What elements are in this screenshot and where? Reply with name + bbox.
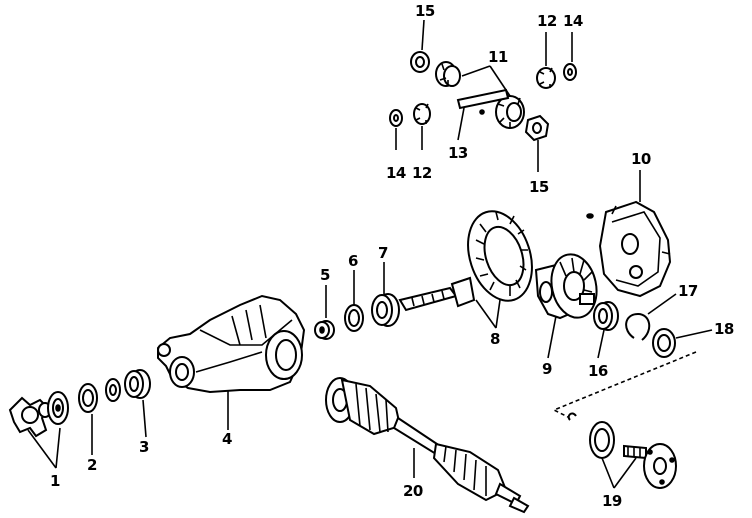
label-part-14-top: 14 [563,12,583,30]
part-15-washer-top[interactable] [410,51,430,73]
label-part-2: 2 [87,456,97,474]
label-part-12-top: 12 [537,12,557,30]
part-2-seal[interactable] [78,383,98,413]
part-14-washer-right[interactable] [563,63,577,81]
part-10-rear-cover[interactable] [586,200,672,298]
label-part-8: 8 [490,330,500,348]
part-20-cv-axle[interactable] [325,377,530,514]
part-18-axle-seal[interactable] [652,328,676,358]
part-6-seal-ring[interactable] [344,304,364,332]
label-part-1: 1 [50,472,60,490]
part-3-bearing[interactable] [124,369,151,399]
part-7-pinion-bearing[interactable] [371,293,400,327]
label-part-3: 3 [139,438,149,456]
part-12-pinion-gear-right[interactable] [536,67,556,89]
part-5-bushing[interactable] [314,320,335,340]
part-11-side-gear-lower[interactable] [495,95,525,129]
part-13-cross-shaft[interactable] [456,88,510,110]
part-15-washer-bottom[interactable] [524,114,550,142]
washer[interactable] [105,378,121,402]
label-part-7: 7 [378,244,388,262]
part-9-differential-case[interactable] [534,250,602,322]
part-19-side-flange[interactable] [623,443,677,489]
label-part-14-bottom: 14 [386,164,406,182]
label-part-11: 11 [488,48,508,66]
label-part-19: 19 [602,492,622,510]
small-clip [567,412,577,421]
part-19-seal[interactable] [589,421,615,459]
label-part-9: 9 [542,360,552,378]
part-14-washer-left[interactable] [389,109,403,127]
label-part-15-top: 15 [415,2,435,20]
label-part-12-bottom: 12 [412,164,432,182]
label-part-10: 10 [631,150,651,168]
label-part-4: 4 [222,430,232,448]
part-12-pinion-gear-left[interactable] [413,103,431,125]
part-11-side-gear-upper[interactable] [435,61,461,87]
part-8-ring-and-pinion[interactable] [398,203,543,312]
label-part-5: 5 [320,266,330,284]
part-1-drive-flange[interactable] [8,391,69,438]
part-17-snap-ring[interactable] [625,312,651,341]
label-part-17: 17 [678,282,698,300]
label-part-20: 20 [403,482,423,500]
label-part-18: 18 [714,320,734,338]
label-part-6: 6 [348,252,358,270]
label-part-16: 16 [588,362,608,380]
label-part-13: 13 [448,144,468,162]
label-part-15-bottom: 15 [529,178,549,196]
part-16-side-bearing[interactable] [593,301,619,331]
part-4-differential-housing[interactable] [157,294,306,394]
